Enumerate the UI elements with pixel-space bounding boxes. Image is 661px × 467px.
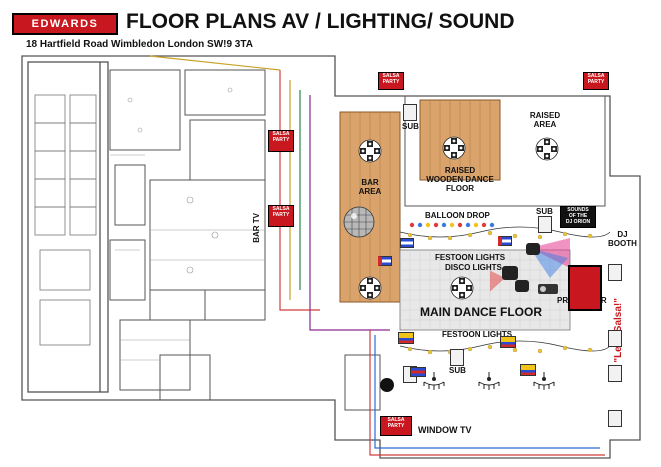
subwoofer-icon <box>608 330 622 347</box>
subwoofer-icon <box>608 264 622 281</box>
festoon-lights-top-label: FESTOON LIGHTS <box>435 253 506 262</box>
sub-label: SUB <box>536 207 553 216</box>
sub-label: SUB <box>402 122 419 131</box>
subwoofer-icon <box>450 349 464 366</box>
balloon-drop-label: BALLOON DROP <box>425 211 490 220</box>
bar-area-label: BAR AREA <box>358 178 382 196</box>
raised-area-label: RAISED AREA <box>529 111 561 129</box>
bar-tv-label: BAR TV <box>252 213 261 243</box>
venue-address: 18 Hartfield Road Wimbledon London SW!9 … <box>26 39 253 50</box>
flag-icon <box>520 364 536 376</box>
flag-icon <box>498 236 512 246</box>
subwoofer-icon <box>608 410 622 427</box>
main-dance-floor-label: MAIN DANCE FLOOR <box>420 305 542 319</box>
flag-icon <box>400 238 414 248</box>
salsa-party-badge: SALSA PARTY <box>378 72 404 90</box>
flag-icon <box>378 256 392 266</box>
subwoofer-icon <box>608 365 622 382</box>
flag-icon <box>410 367 426 377</box>
edwards-logo: EDWARDS <box>12 13 118 35</box>
speaker-cluster-icon <box>450 276 474 300</box>
disco-ball-icon <box>343 206 375 238</box>
subwoofer-icon <box>538 216 552 233</box>
disco-lights-label: DISCO LIGHTS <box>445 263 502 272</box>
salsa-party-badge: SALSA PARTY <box>583 72 609 90</box>
sounds-of-dj-orion-badge: SOUNDS OF THE DJ ORION <box>560 206 596 228</box>
window-tv-icon <box>380 378 394 392</box>
salsa-party-badge: SALSA PARTY <box>268 205 294 227</box>
salsa-party-badge: SALSA PARTY <box>380 416 412 436</box>
window-tv-label: WINDOW TV <box>418 425 472 435</box>
chandelier-icon <box>475 372 503 392</box>
dj-booth <box>568 265 602 311</box>
festoon-lights-bottom-label: FESTOON LIGHTS <box>442 330 513 339</box>
salsa-party-badge: SALSA PARTY <box>268 130 294 152</box>
sub-label: SUB <box>449 366 466 375</box>
speaker-cluster-icon <box>358 139 382 163</box>
page-title: FLOOR PLANS AV / LIGHTING/ SOUND <box>126 10 515 33</box>
speaker-cluster-icon <box>535 137 559 161</box>
projector-icon <box>538 284 558 294</box>
speaker-cluster-icon <box>442 136 466 160</box>
flag-icon <box>500 336 516 348</box>
speaker-cluster-icon <box>358 276 382 300</box>
flag-icon <box>398 332 414 344</box>
raised-wooden-dance-floor-label: RAISED WOODEN DANCE FLOOR <box>426 166 494 193</box>
dj-booth-label: DJ BOOTH <box>608 230 637 248</box>
disco-lights-icon <box>490 238 570 292</box>
subwoofer-icon <box>403 104 417 121</box>
